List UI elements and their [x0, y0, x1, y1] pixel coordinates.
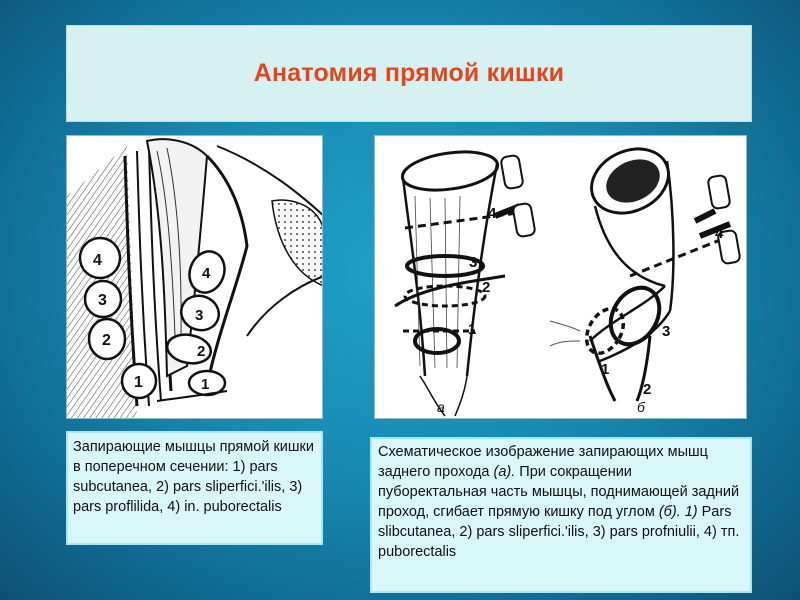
- right-caption-text-4: (б). 1): [658, 504, 698, 520]
- left-fig-number-4a: 4: [93, 252, 102, 269]
- left-caption-text: Запирающие мышцы прямой кишки в поперечн…: [73, 439, 318, 515]
- fig-a-number-1: 1: [468, 321, 476, 338]
- left-fig-number-2a: 2: [102, 332, 111, 349]
- left-fig-number-3b: 3: [195, 307, 203, 324]
- fig-b-number-3: 3: [662, 323, 670, 340]
- fig-b-number-1: 1: [601, 361, 609, 378]
- slide-title: Анатомия прямой кишки: [253, 59, 565, 87]
- left-caption: Запирающие мышцы прямой кишки в поперечн…: [66, 431, 323, 545]
- right-caption-text-5: Pars slibcutanea, 2) pars sliperfici.'il…: [378, 504, 744, 560]
- right-caption-text-1: Схематическое изображение запирающих мыш…: [378, 444, 712, 480]
- left-fig-number-1b: 1: [201, 376, 209, 393]
- title-box: Анатомия прямой кишки: [66, 25, 752, 122]
- right-caption: Схематическое изображение запирающих мыш…: [370, 437, 752, 593]
- fig-a-number-3: 3: [469, 254, 477, 271]
- left-fig-number-4b: 4: [202, 265, 211, 282]
- fig-a-number-4: 4: [488, 205, 497, 222]
- fig-b-number-4: 4: [715, 225, 724, 242]
- fig-b-label: б: [637, 399, 646, 415]
- fig-a-number-2: 2: [482, 279, 490, 296]
- right-illustration-panel: 4 3 2 1 а 4 3 2 1 б: [374, 135, 747, 419]
- left-fig-number-1a: 1: [134, 374, 143, 391]
- left-fig-number-2b: 2: [197, 343, 205, 360]
- left-illustration-panel: 4 3 2 1 4 3 2 1: [66, 135, 323, 419]
- right-caption-text-3: При сокращении пуборектальная часть мышц…: [378, 464, 744, 520]
- left-fig-number-3a: 3: [98, 292, 107, 309]
- sphincter-schematic-illustration: 4 3 2 1 а 4 3 2 1 б: [394, 147, 741, 417]
- rectum-cross-section-illustration: 4 3 2 1 4 3 2 1: [67, 138, 322, 418]
- fig-b-number-2: 2: [643, 381, 651, 398]
- right-caption-text-2: (а).: [493, 464, 516, 480]
- fig-a-label: а: [437, 399, 445, 415]
